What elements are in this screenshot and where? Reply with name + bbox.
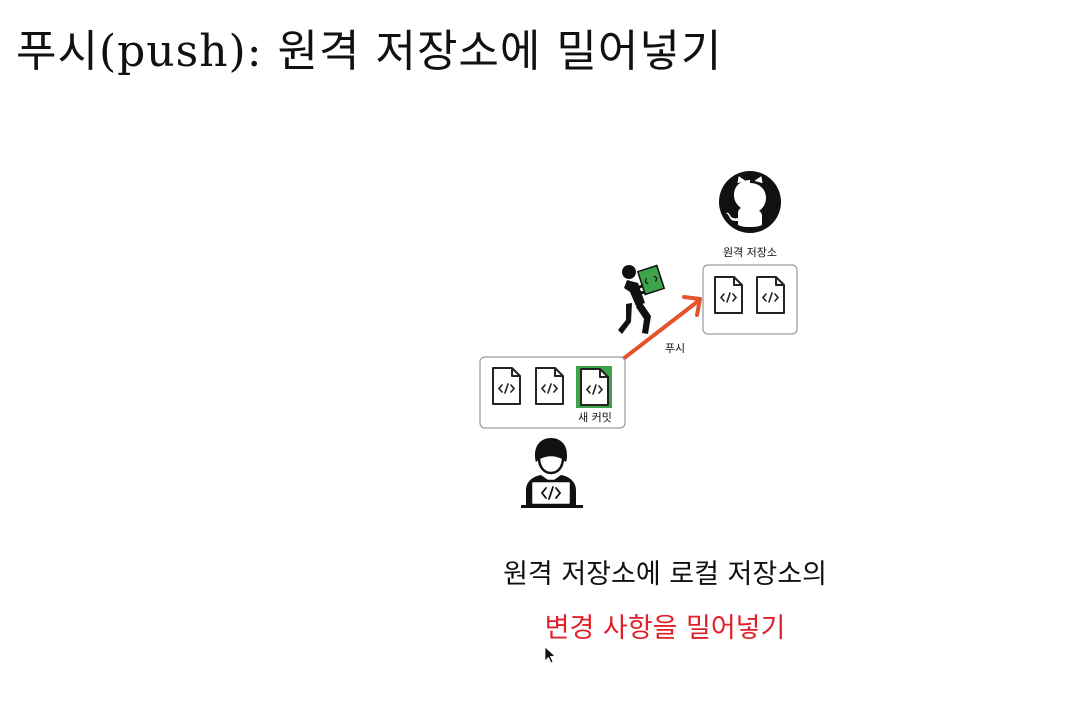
caption-line-2-highlight: 변경 사항을 밀어넣기 xyxy=(440,606,890,645)
push-label: 푸시 xyxy=(665,342,685,355)
push-arrow xyxy=(623,297,700,359)
developer-at-laptop-icon xyxy=(521,438,583,508)
remote-file-icon-2 xyxy=(757,277,784,313)
remote-file-icon-1 xyxy=(715,277,742,313)
remote-repo-box xyxy=(703,265,797,334)
local-file-icon-2 xyxy=(536,368,563,404)
new-commit-file-icon xyxy=(576,366,612,408)
local-file-icon-1 xyxy=(493,368,520,404)
github-octocat-icon xyxy=(719,171,781,233)
remote-repo-label: 원격 저장소 xyxy=(723,246,777,259)
caption-line-1: 원격 저장소에 로컬 저장소의 xyxy=(440,552,890,591)
mouse-cursor-icon xyxy=(545,647,555,663)
person-carrying-file-icon xyxy=(618,265,664,334)
new-commit-label: 새 커밋 xyxy=(578,411,612,424)
